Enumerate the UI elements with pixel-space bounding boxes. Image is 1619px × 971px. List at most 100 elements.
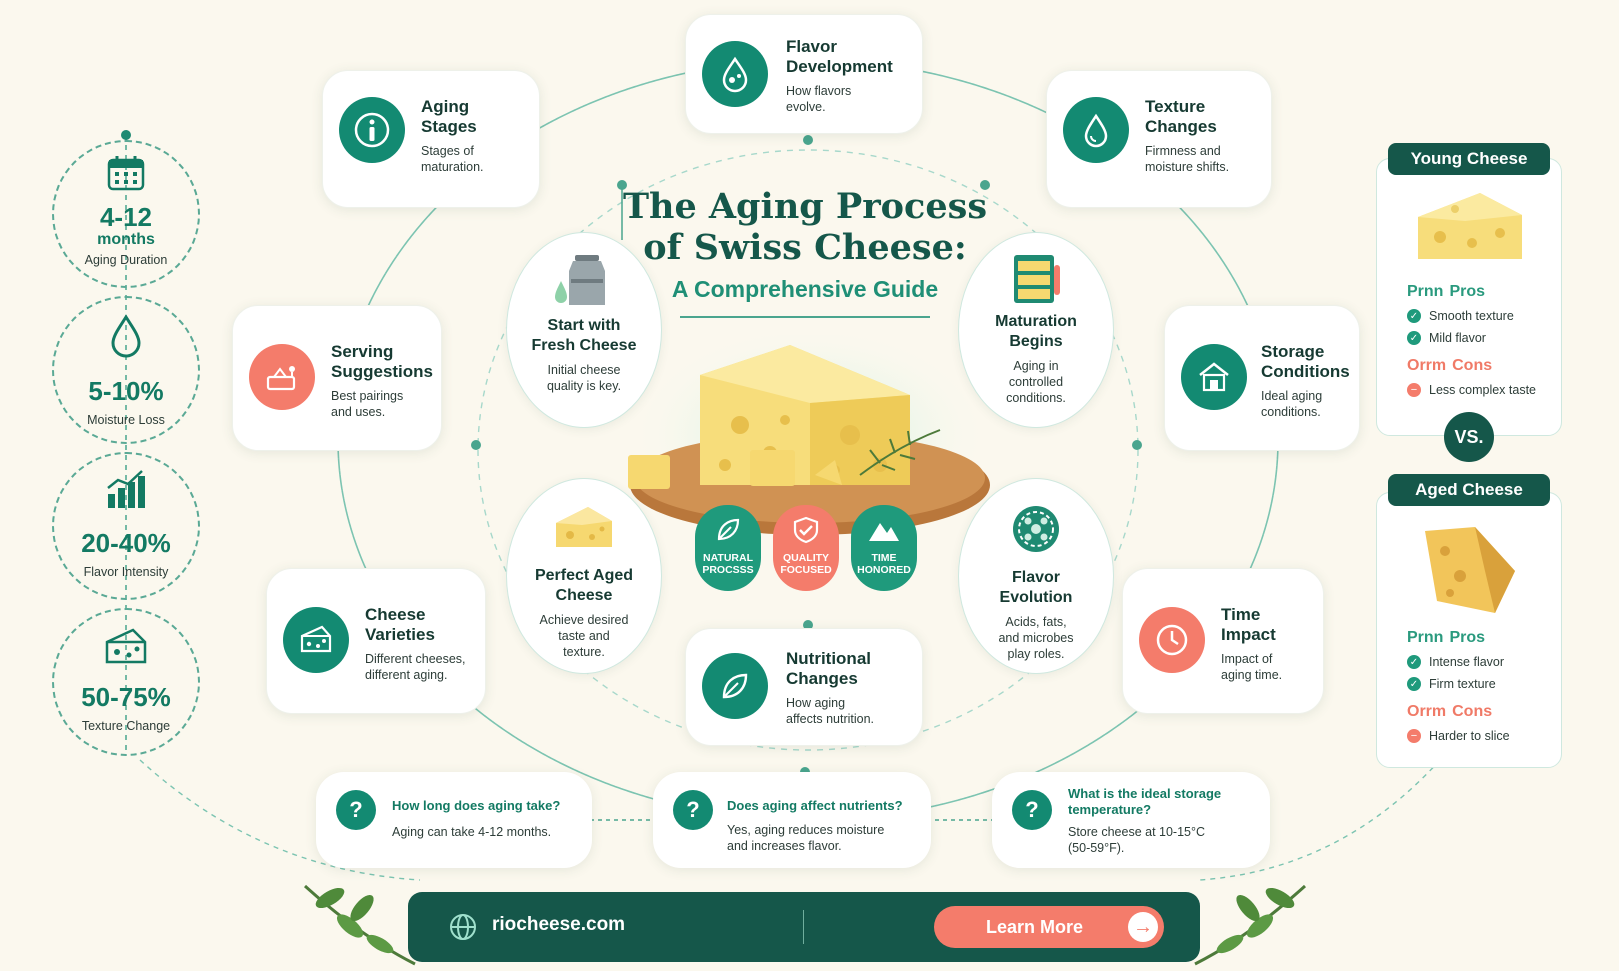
leaf-icon (717, 518, 740, 541)
cheese-block-icon (283, 607, 349, 673)
cheese-wedge-icon (556, 507, 612, 547)
badge-text: NATURAL (703, 552, 753, 564)
aging-shelf-icon (1014, 255, 1060, 303)
microbe-icon (1013, 506, 1059, 552)
aged-cheese-header: Aged Cheese (1388, 474, 1550, 506)
faq-answer: Store cheese at 10-15°C(50-59°F). (1068, 825, 1206, 855)
question-icon: ? (336, 790, 376, 830)
stat-value: 50-75% (81, 682, 171, 712)
badge-text: PROCSSS (702, 564, 754, 576)
badge-time-honored: TIME HONORED (851, 505, 917, 591)
card-desc: Different cheeses,different aging. (365, 652, 466, 682)
list-item: ✓Firm texture (1407, 677, 1496, 691)
serving-board-icon (249, 344, 315, 410)
faq-connector (590, 819, 995, 821)
subtitle-divider (680, 316, 930, 318)
faq-item[interactable]: ? How long does aging take? Aging can ta… (316, 772, 592, 868)
stat-flavor-intensity: 20-40% Flavor Intensity (52, 452, 200, 600)
flask-drop-icon (702, 41, 768, 107)
leaf-branch-right (1194, 884, 1307, 966)
young-cheese-header: Young Cheese (1388, 143, 1550, 175)
page-title: The Aging Process of Swiss Cheese: (620, 186, 990, 268)
info-icon (339, 97, 405, 163)
list-item: −Less complex taste (1407, 383, 1536, 397)
young-cheese-icon (1418, 193, 1522, 259)
page-subtitle: A Comprehensive Guide (671, 276, 939, 302)
leaf-branch-left (303, 884, 416, 966)
faq-question: Does aging affect nutrients? (727, 798, 903, 813)
stat-label: Texture Change (81, 719, 171, 733)
stat-label: Aging Duration (84, 253, 168, 267)
faq-item[interactable]: ? Does aging affect nutrients? Yes, agin… (653, 772, 931, 868)
bar-chart-icon (107, 470, 145, 508)
website-link[interactable]: riocheese.com (492, 914, 626, 935)
stat-value: 4-12 (99, 202, 153, 232)
check-icon: ✓ (1407, 677, 1421, 691)
stat-value: 5-10% (88, 376, 164, 406)
stat-label: Moisture Loss (87, 413, 165, 427)
badge-text: HONORED (857, 564, 911, 576)
list-item: ✓Intense flavor (1407, 655, 1504, 669)
stat-aging-duration: 4-12 months Aging Duration (52, 140, 200, 288)
list-item: ✓Smooth texture (1407, 309, 1514, 323)
badge-text: TIME (871, 552, 897, 564)
stat-label: Flavor Intensity (83, 565, 169, 579)
aged-cheese-icon (1425, 527, 1515, 613)
footer-bar: riocheese.com Learn More → (408, 892, 1200, 962)
faq-answer: Aging can take 4-12 months. (392, 825, 552, 839)
droplet-icon (111, 314, 141, 358)
milk-can-icon (555, 255, 605, 305)
stat-moisture-loss: 5-10% Moisture Loss (52, 296, 200, 444)
question-icon: ? (673, 790, 713, 830)
list-item: ✓Mild flavor (1407, 331, 1486, 345)
learn-more-button[interactable]: Learn More → (934, 906, 1164, 948)
arrow-right-icon: → (1128, 912, 1158, 942)
globe-icon (450, 914, 476, 940)
minus-icon: − (1407, 729, 1421, 743)
droplet-icon (1063, 97, 1129, 163)
check-icon: ✓ (1407, 331, 1421, 345)
badge-quality-focused: QUALITY FOCUSED (773, 505, 839, 591)
badge-text: QUALITY (782, 552, 830, 564)
faq-question: How long does aging take? (392, 798, 561, 813)
title-line-2: of Swiss Cheese: (643, 227, 967, 268)
footer-divider (803, 910, 804, 944)
storehouse-icon (1181, 344, 1247, 410)
